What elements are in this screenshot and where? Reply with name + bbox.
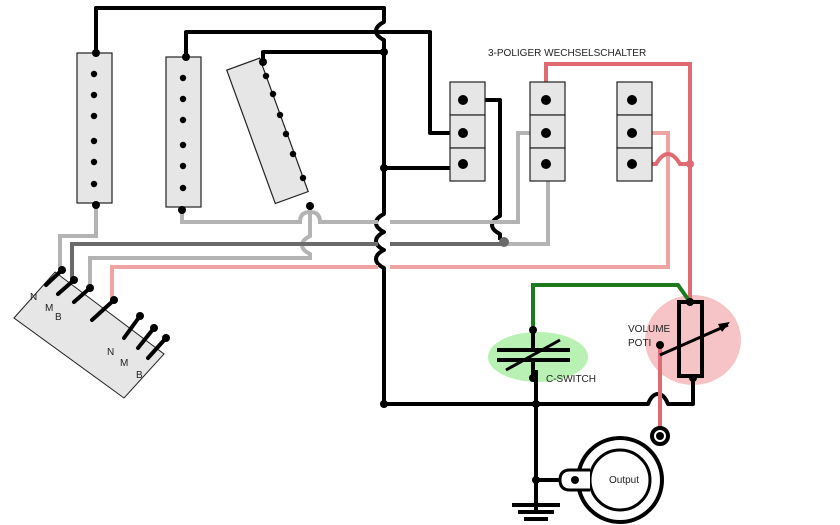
wire-middle-black: [184, 30, 460, 135]
selector-label-m1: M: [45, 303, 53, 314]
pole-piece-dot: [179, 95, 187, 103]
pickup-middle: [165, 56, 202, 208]
selector-label-b2: B: [136, 370, 143, 381]
selector-label-n2: N: [107, 347, 114, 358]
pole-piece-dot: [179, 184, 187, 192]
pole-piece-dot: [276, 111, 284, 119]
wire-bridge-gray: [88, 206, 312, 290]
selector-switch: [13, 268, 168, 399]
capacitor-highlight: [488, 332, 588, 382]
capacitor-c-switch: [497, 330, 570, 378]
pole-piece-dot: [179, 141, 187, 149]
wire-green: [531, 283, 692, 330]
volume-label: VOLUME: [628, 324, 671, 335]
output-label: Output: [609, 475, 639, 486]
pole-piece-dot: [269, 90, 277, 98]
solder-joint-red: [686, 160, 694, 168]
pole-piece-dot: [262, 72, 270, 80]
pickup-bridge: [225, 57, 309, 205]
solder-joint-gray: [499, 237, 509, 247]
wire-pink-selector: [110, 265, 378, 300]
wire-neck-gray: [58, 205, 98, 270]
poti-label: POTI: [628, 338, 651, 349]
pole-piece-dot: [90, 180, 98, 188]
pole-piece-dot: [299, 174, 307, 182]
wire-middle-gray: [180, 209, 378, 224]
pole-pieces: [90, 70, 307, 192]
pole-piece-dot: [179, 162, 187, 170]
wire-bridge-black: [261, 50, 384, 60]
pole-piece-dot: [90, 70, 98, 78]
wire-dark-gray: [70, 242, 378, 282]
pole-piece-dot: [90, 137, 98, 145]
pickup-neck: [76, 52, 113, 204]
selector-label-n1: N: [30, 292, 37, 303]
pole-piece-dot: [90, 91, 98, 99]
c-switch-label: C-SWITCH: [546, 374, 596, 385]
wire-switch-lug: [460, 98, 502, 240]
solder-joints: [58, 48, 697, 484]
pole-piece-dot: [90, 158, 98, 166]
wire-gray-switch2: [504, 168, 550, 246]
pole-piece-dot: [90, 112, 98, 120]
pole-piece-dot: [179, 74, 187, 82]
output-jack: [558, 426, 670, 524]
selector-label-m2: M: [120, 358, 128, 369]
pole-piece-dot: [282, 130, 290, 138]
selector-label-b1: B: [55, 312, 62, 323]
pole-piece-dot: [289, 150, 297, 158]
pole-piece-dot: [179, 116, 187, 124]
toggle-switch-2: [529, 81, 566, 182]
wire-red-switch3: [630, 151, 690, 166]
switch-title: 3-POLIGER WECHSELSCHALTER: [488, 48, 646, 59]
